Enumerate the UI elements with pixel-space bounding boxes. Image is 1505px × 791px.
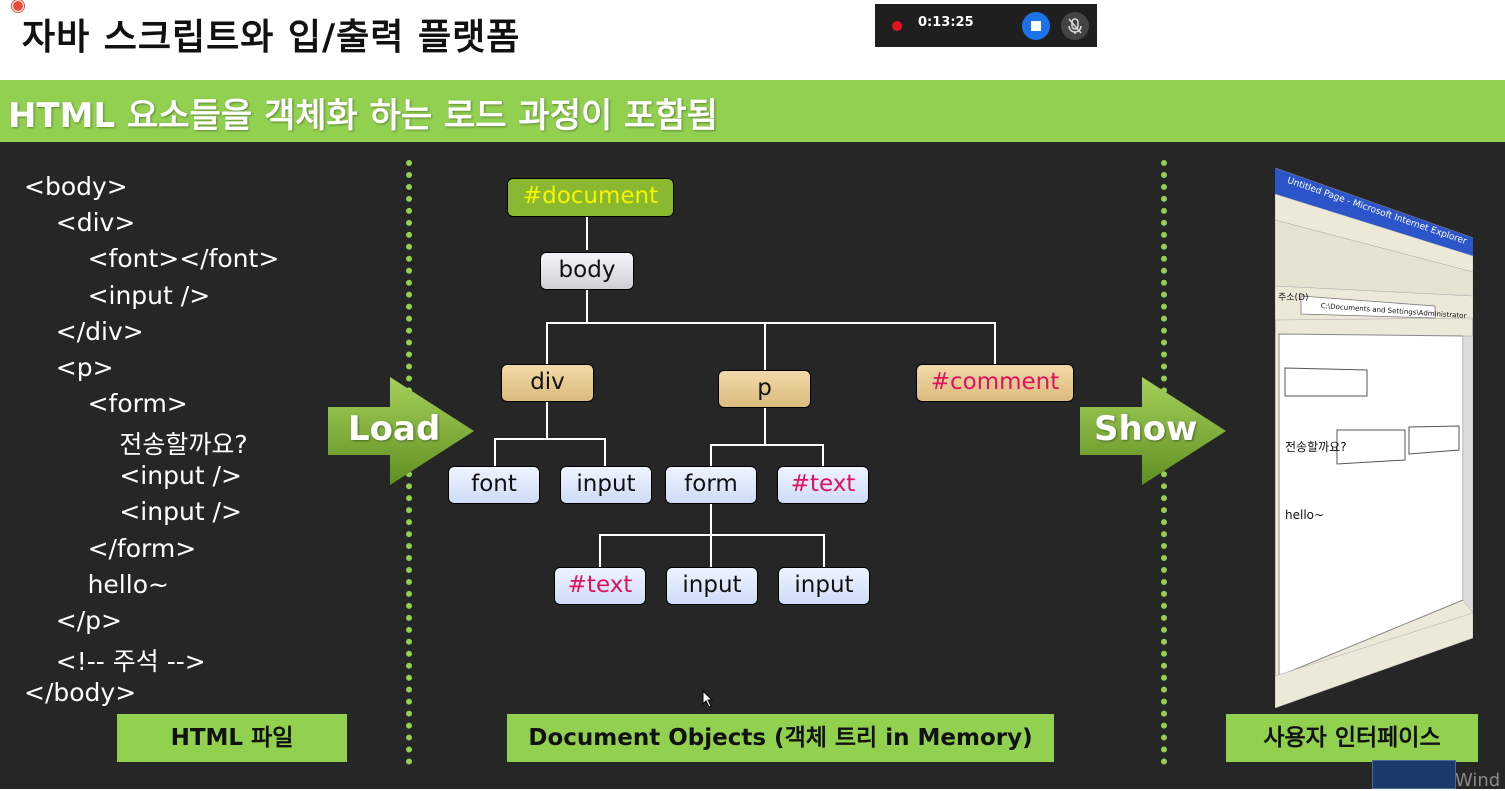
tree-connector — [546, 401, 548, 439]
tree-connector — [710, 444, 712, 466]
tree-connector — [604, 438, 606, 466]
code-line: </div> — [24, 317, 144, 346]
tree-node-document: #document — [507, 178, 674, 217]
browser-body-text: hello~ — [1285, 508, 1325, 522]
tree-node-input: input — [666, 567, 758, 605]
tree-node-input: input — [560, 466, 652, 504]
code-line: </form> — [24, 534, 197, 563]
code-line: </p> — [24, 606, 122, 635]
browser-window-mock: Untitled Page - Microsoft Internet Explo… — [1274, 167, 1474, 709]
code-line: <div> — [24, 208, 136, 237]
tree-connector — [494, 438, 606, 440]
tree-connector — [823, 534, 825, 568]
subtitle-band — [0, 80, 1505, 142]
code-line: <form> — [24, 389, 188, 418]
slide-title: 자바 스크립트와 입/출력 플랫폼 — [22, 17, 521, 58]
tree-connector — [586, 290, 588, 324]
show-arrow: Show — [1080, 377, 1226, 485]
slide-subtitle: HTML 요소들을 객체화 하는 로드 과정이 포함됨 — [8, 96, 718, 136]
mic-muted-icon[interactable] — [1061, 12, 1089, 40]
code-line: <input /> — [24, 497, 242, 526]
recording-time: 0:13:25 — [918, 15, 974, 30]
tree-connector — [494, 438, 496, 466]
show-arrow-icon — [1080, 377, 1226, 485]
tree-node-p: p — [718, 370, 811, 408]
tree-connector — [586, 216, 588, 250]
code-line: <p> — [24, 353, 114, 382]
recording-indicator-icon — [12, 0, 24, 12]
tree-node-text: #text — [554, 567, 646, 605]
code-line: <!-- 주석 --> — [24, 647, 206, 676]
label-document-objects: Document Objects (객체 트리 in Memory) — [507, 714, 1054, 762]
code-line: <body> — [24, 172, 128, 201]
browser-frame-icon — [1274, 167, 1474, 709]
label-user-interface: 사용자 인터페이스 — [1226, 714, 1478, 762]
show-label: Show — [1094, 409, 1198, 449]
browser-form-text: 전송할까요? — [1285, 440, 1347, 454]
tree-connector — [599, 534, 601, 568]
windows-watermark-text: Wind — [1455, 770, 1501, 791]
load-arrow-icon — [328, 377, 474, 485]
code-line: <input /> — [24, 281, 211, 310]
load-arrow: Load — [328, 377, 474, 485]
slide-title-bar — [0, 0, 1505, 80]
tree-connector — [599, 534, 825, 536]
tree-node-body: body — [540, 252, 634, 290]
code-line: hello~ — [24, 570, 169, 599]
tree-node-text: #text — [777, 466, 869, 504]
browser-address-label: 주소(D) — [1278, 293, 1309, 303]
load-label: Load — [348, 409, 441, 449]
tree-connector — [764, 322, 766, 370]
recording-widget: 0:13:25 — [875, 4, 1097, 47]
tree-connector — [994, 322, 996, 364]
code-line: <input /> — [24, 461, 242, 490]
tree-node-font: font — [448, 466, 540, 504]
mouse-cursor-icon — [702, 689, 714, 712]
tree-connector — [822, 444, 824, 466]
taskbar-thumbnail — [1372, 760, 1456, 789]
tree-connector — [710, 444, 824, 446]
tree-connector — [546, 322, 548, 364]
label-html-file: HTML 파일 — [117, 714, 347, 762]
tree-node-comment: #comment — [916, 364, 1074, 402]
tree-connector — [546, 322, 996, 324]
tree-node-div: div — [501, 364, 594, 402]
code-line: 전송할까요? — [24, 430, 248, 459]
recording-dot-icon — [892, 21, 902, 31]
stop-icon[interactable] — [1022, 12, 1050, 40]
tree-connector — [764, 407, 766, 445]
slide-body — [0, 142, 1505, 789]
code-line: </body> — [24, 678, 137, 707]
code-line: <font></font> — [24, 244, 280, 273]
tree-node-form: form — [665, 466, 757, 504]
tree-node-input: input — [778, 567, 870, 605]
